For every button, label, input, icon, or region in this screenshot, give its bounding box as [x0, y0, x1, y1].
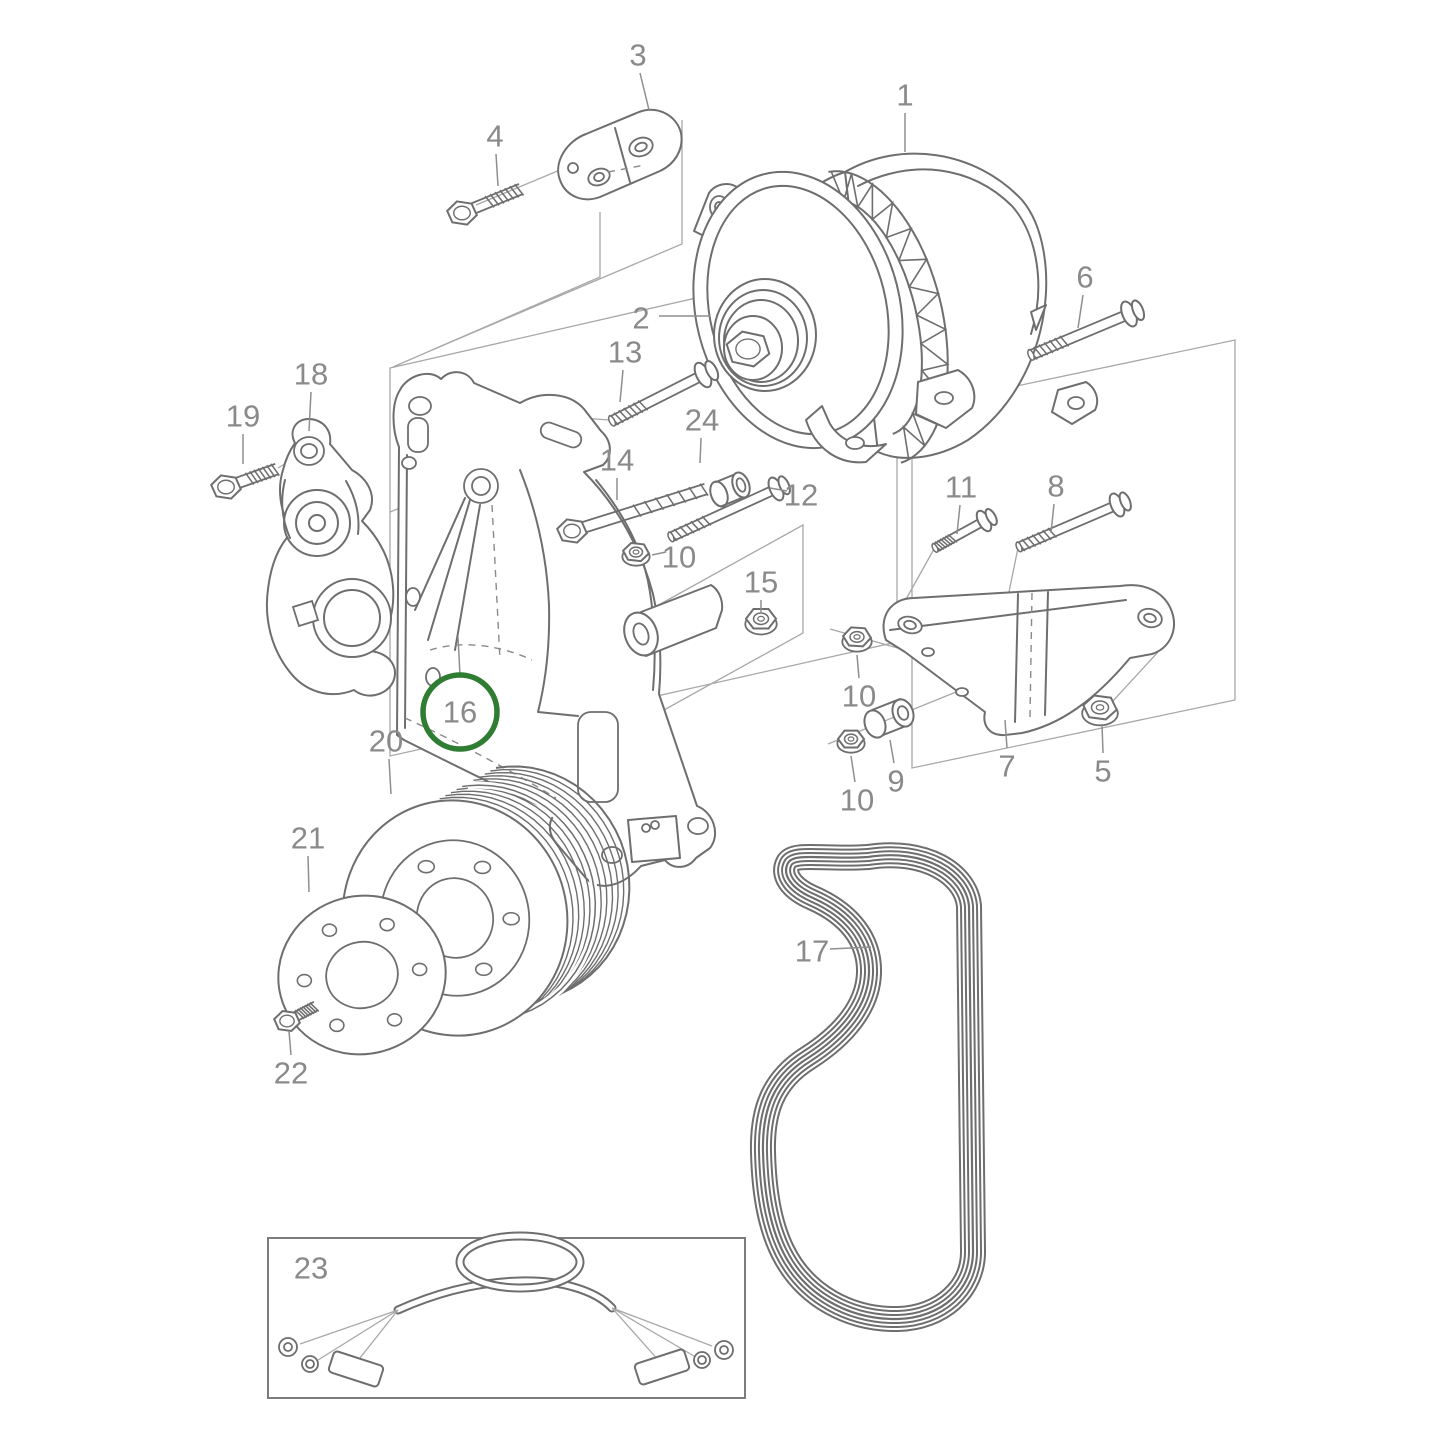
serpentine-belt: [749, 842, 986, 1333]
part-number-6: 6: [1076, 260, 1093, 295]
part-number-19: 19: [226, 399, 260, 434]
belt-tensioner: [265, 417, 396, 697]
part-number-23: 23: [294, 1251, 328, 1286]
wiring-harness: [278, 1231, 734, 1388]
callout-5: 5: [1094, 723, 1112, 789]
callout-1: 1: [896, 78, 914, 152]
part-number-16: 16: [443, 695, 477, 730]
callout-14: 14: [600, 443, 634, 500]
callout-10: 10: [840, 755, 874, 818]
callout-7: 7: [998, 719, 1016, 784]
bolt-8: [1015, 491, 1132, 553]
nut-10-lower: [836, 729, 866, 754]
part-number-12: 12: [784, 478, 818, 513]
pivot-spacer: [623, 584, 724, 657]
callout-6: 6: [1076, 260, 1094, 329]
hardware: [210, 183, 1146, 1033]
part-number-10: 10: [840, 783, 874, 818]
part-number-9: 9: [887, 764, 904, 799]
part-number-4: 4: [486, 119, 503, 154]
flange-washer: [277, 894, 447, 1056]
bolt-11: [931, 508, 998, 553]
nut-15: [744, 608, 778, 636]
pulley-hex-bolt: [725, 330, 771, 368]
callout-2: 2: [632, 301, 710, 336]
part-number-2: 2: [632, 301, 649, 336]
part-number-20: 20: [369, 724, 403, 759]
callout-15: 15: [744, 565, 778, 612]
part-number-15: 15: [744, 565, 778, 600]
alternator: [692, 152, 1099, 464]
callout-13: 13: [608, 335, 642, 403]
part-number-14: 14: [600, 443, 634, 478]
part-number-17: 17: [795, 934, 829, 969]
harness-inset: [267, 1231, 746, 1399]
part-number-7: 7: [998, 749, 1015, 784]
callout-20: 20: [369, 724, 403, 795]
part-number-1: 1: [896, 78, 913, 113]
part-number-3: 3: [629, 38, 646, 73]
bushing-9: [863, 698, 915, 739]
callout-17: 17: [795, 934, 872, 969]
part-number-10: 10: [662, 540, 696, 575]
bolt-19: [210, 463, 280, 500]
callout-16: 16: [420, 636, 500, 752]
callout-18: 18: [294, 357, 328, 432]
part-number-11: 11: [945, 470, 977, 505]
callout-22: 22: [274, 1030, 308, 1091]
part-number-18: 18: [294, 357, 328, 392]
callout-23: 23: [294, 1251, 328, 1286]
bolt-6: [1027, 299, 1146, 361]
alternator-pulley: [713, 278, 817, 392]
part-number-13: 13: [608, 335, 642, 370]
part-number-callouts: 1234567891010101112131415161718192021222…: [226, 38, 1112, 1286]
bolt-22: [273, 1001, 320, 1033]
callout-4: 4: [486, 119, 504, 187]
nut-10-upper: [841, 626, 873, 653]
callout-19: 19: [226, 399, 260, 464]
bolt-12: [667, 475, 791, 543]
part-number-10: 10: [842, 679, 876, 714]
callout-3: 3: [629, 38, 650, 111]
part-number-21: 21: [291, 821, 325, 856]
upper-lug-bracket: [557, 108, 683, 201]
callout-10: 10: [651, 540, 696, 575]
bolt-14: [556, 482, 709, 544]
nut-10-middle: [621, 541, 651, 567]
callout-21: 21: [291, 821, 325, 893]
callout-9: 9: [887, 739, 905, 799]
bolt-4: [446, 183, 525, 226]
support-bracket: [882, 584, 1175, 737]
part-number-24: 24: [685, 403, 719, 438]
callout-24: 24: [685, 403, 719, 464]
callout-10: 10: [842, 654, 876, 714]
callout-11: 11: [945, 470, 977, 535]
callout-8: 8: [1047, 469, 1065, 534]
part-number-8: 8: [1047, 469, 1064, 504]
part-number-5: 5: [1094, 754, 1111, 789]
nut-5: [1081, 694, 1119, 727]
callout-12: 12: [769, 478, 818, 513]
part-number-22: 22: [274, 1056, 308, 1091]
bushing-24: [709, 471, 751, 508]
bolt-13: [607, 360, 720, 427]
highlight-circle: [420, 672, 500, 752]
